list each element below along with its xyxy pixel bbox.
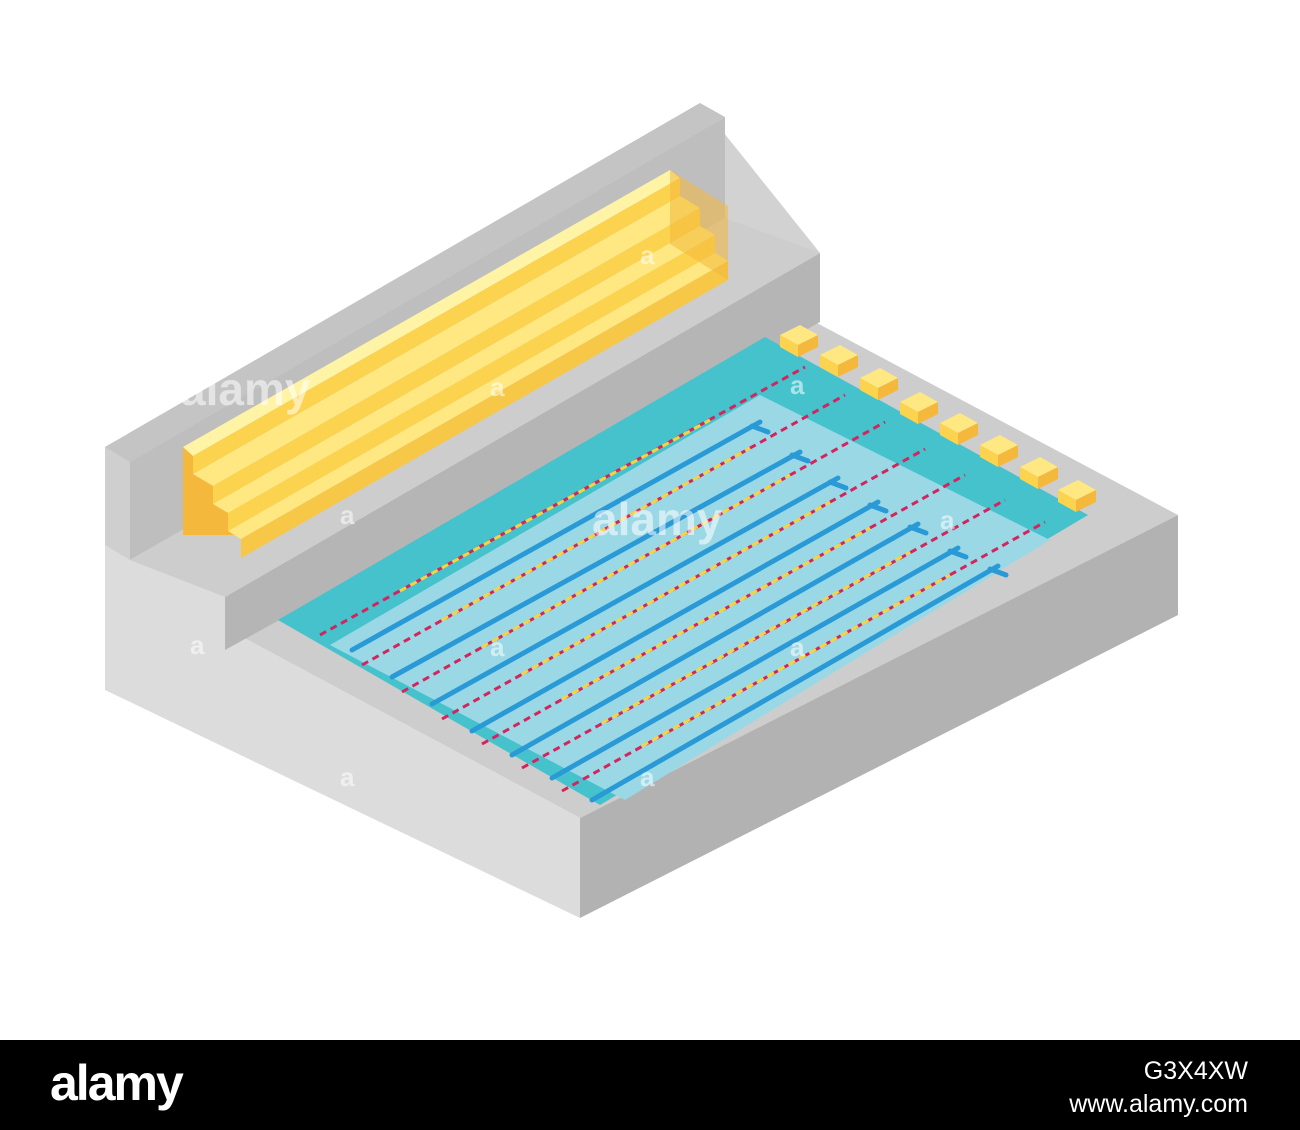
lane-line-1: [349, 419, 763, 653]
bleacher-row-2-face: [228, 235, 715, 531]
step-low-riser: [225, 253, 820, 650]
starting-block-6: [980, 435, 1018, 467]
starting-block-1: [780, 325, 818, 357]
site-url: www.alamy.com: [1069, 1090, 1248, 1118]
lane-line-2: [389, 449, 803, 680]
rope-3-yellow: [481, 473, 791, 649]
rope-7-yellow: [641, 573, 951, 748]
lane-tee-7: [987, 566, 1009, 578]
starting-blocks: [780, 325, 1096, 512]
lane-tee-1: [749, 423, 771, 435]
lane-tee-5: [907, 524, 929, 536]
lane-tee-2: [789, 452, 811, 464]
pool-water-light: [330, 395, 1050, 800]
rope-4-yellow: [521, 500, 831, 676]
swimming-pool-illustration: [105, 103, 1178, 918]
bleacher-row-4-face: [193, 178, 680, 474]
lane-tee-3: [827, 479, 849, 491]
image-id: G3X4XW: [1143, 1057, 1248, 1085]
lane-line-4: [469, 499, 881, 734]
bleacher-row-4: [183, 170, 680, 456]
starting-block-5: [940, 413, 978, 445]
rope-5-yellow: [561, 526, 871, 701]
starting-block-7: [1020, 457, 1058, 489]
brand-logo: alamy: [50, 1055, 184, 1111]
tower-side: [105, 447, 130, 560]
lane-line-7: [589, 563, 1001, 803]
starting-block-3: [860, 368, 898, 400]
bleacher-row-3: [193, 196, 700, 486]
rope-2-yellow: [441, 446, 751, 622]
starting-block-4: [900, 392, 938, 424]
lane-line-6: [549, 545, 961, 781]
watermark-bar: alamy G3X4XW www.alamy.com: [0, 1040, 1300, 1130]
lane-line-5: [509, 521, 921, 758]
bleacher-row-1-face: [241, 261, 728, 558]
starting-block-8: [1058, 480, 1096, 512]
lane-line-3: [429, 475, 841, 707]
lane-lines: [349, 419, 1009, 803]
bleacher-row-3-face: [213, 208, 700, 504]
tower-top: [105, 103, 725, 462]
bleacher-row-1: [228, 253, 728, 539]
lane-tee-4: [867, 502, 889, 514]
lane-ropes: [319, 365, 1046, 793]
base-slab-front: [105, 625, 580, 918]
bleacher-row-2: [213, 226, 715, 513]
rope-6-yellow: [601, 550, 911, 725]
starting-block-2: [820, 345, 858, 377]
base-slab-side: [580, 515, 1178, 918]
lane-tee-6: [947, 548, 969, 560]
bleacher-seats: [183, 170, 728, 558]
bleacher-end: [670, 170, 728, 280]
